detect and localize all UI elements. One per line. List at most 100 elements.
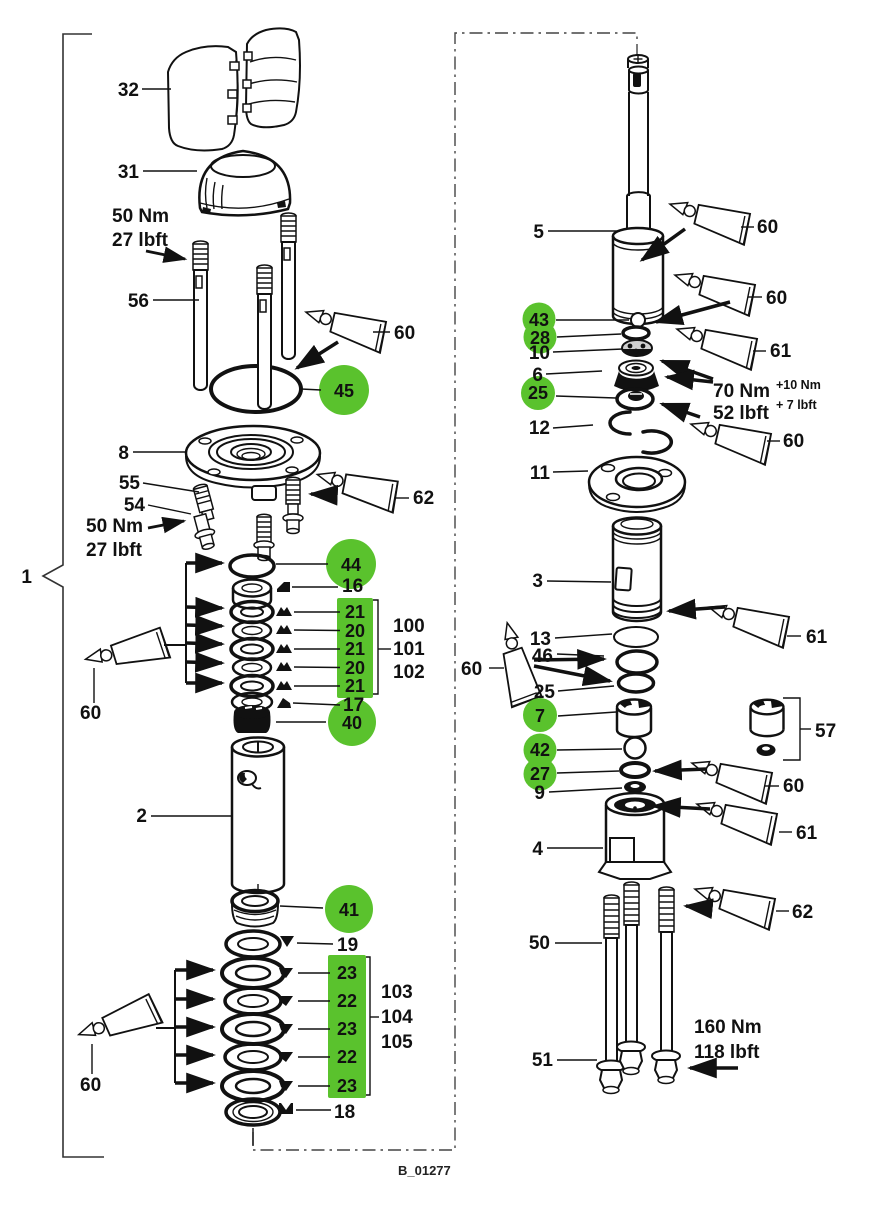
part-56-center-stud (256, 264, 273, 410)
callout-51: 51 (532, 1050, 554, 1071)
part-46-o-ring (615, 649, 659, 675)
torque-tierod-lbft: 118 lbft (694, 1042, 760, 1063)
adhesive-tube-icon (672, 308, 764, 371)
callout-7: 7 (535, 706, 545, 726)
callout-60-topleft: 60 (394, 323, 415, 344)
adhesive-tube-icon (301, 291, 393, 354)
part-25-o-ring-top (615, 387, 655, 411)
callout-3: 3 (532, 571, 543, 592)
adhesive-tube-icon (692, 783, 784, 846)
torque-valve-lbft-tol: + 7 lbft (776, 398, 817, 412)
callout-40: 40 (342, 713, 362, 733)
callout-4: 4 (532, 839, 543, 860)
callout-32: 32 (118, 80, 139, 101)
part-5-piston-rod (611, 54, 665, 326)
callout-57: 57 (815, 721, 836, 742)
torque-top-lbft: 27 lbft (112, 230, 169, 251)
callout-55: 55 (119, 473, 141, 494)
ref-101: 101 (393, 639, 425, 660)
callout-25-mid: 25 (534, 682, 556, 703)
part-6-valve-seat (614, 359, 659, 401)
part-41-gland-nut (230, 888, 280, 928)
part-32-shield-halves (166, 27, 301, 152)
callout-5: 5 (533, 222, 544, 243)
part-7-piston-valve (615, 698, 653, 739)
callout-12: 12 (529, 418, 550, 439)
lower-seal-stack (220, 929, 294, 1127)
callout-17: 17 (343, 695, 364, 716)
torque-flange-lbft: 27 lbft (86, 540, 143, 561)
part-18-seal (224, 1097, 293, 1127)
kit-lower-row-5: 23 (337, 1076, 357, 1096)
torque-top-nm: 50 Nm (112, 206, 169, 227)
highlight-kit-lower (328, 955, 366, 1098)
ref-104: 104 (381, 1007, 413, 1028)
callout-9: 9 (534, 783, 545, 804)
kit-upper-row-5: 21 (345, 676, 365, 696)
repair-kit-highlights (319, 302, 557, 1098)
callout-50: 50 (529, 933, 550, 954)
callout-54: 54 (124, 495, 146, 516)
o-ring-45 (209, 364, 303, 414)
callout-42: 42 (530, 740, 550, 760)
part-9-seal-ring (624, 781, 646, 793)
highlight-kit-upper (337, 598, 373, 698)
callout-45: 45 (334, 381, 354, 401)
part-11-flange (587, 455, 687, 513)
callout-60-rod-lower: 60 (766, 288, 787, 309)
ref-103: 103 (381, 982, 413, 1003)
part-4-pump-cylinder (597, 791, 673, 880)
callout-46: 46 (532, 646, 553, 667)
ref-100: 100 (393, 616, 425, 637)
torque-valve-lbft: 52 lbft (713, 403, 770, 424)
assembly-1-bracket (41, 33, 104, 1158)
highlight-28 (523, 320, 557, 354)
part-19-seal (224, 929, 294, 959)
highlight-45 (319, 365, 369, 415)
part-50-tie-rods (596, 881, 681, 1095)
part-28-o-ring (621, 325, 651, 341)
adhesive-tube-icon (81, 625, 172, 671)
callout-31: 31 (118, 162, 140, 183)
highlight-7 (523, 698, 557, 732)
kit-lower-row-2: 22 (337, 991, 357, 1011)
callout-labels: 1 32 31 50 Nm 27 lbft 56 60 45 8 55 54 5… (21, 80, 836, 1178)
kit-upper-row-1: 21 (345, 602, 365, 622)
part-16-gland (231, 578, 290, 610)
part-12-split-washers (608, 410, 674, 455)
callout-61-cyl4: 61 (796, 823, 818, 844)
callout-10: 10 (529, 343, 550, 364)
part-27-o-ring (619, 761, 651, 779)
callout-16: 16 (342, 576, 363, 597)
highlight-42 (523, 733, 557, 767)
apply-arrows (145, 227, 738, 1094)
torque-flange-nm: 50 Nm (86, 516, 143, 537)
part-3-intake-cylinder (611, 516, 663, 623)
callout-62-left: 62 (413, 488, 434, 509)
part-31-cover-dome (198, 149, 292, 217)
kit-boundary-dashdot (252, 32, 638, 1151)
torque-valve-nm: 70 Nm (713, 381, 770, 402)
highlight-40 (328, 698, 376, 746)
part-55-54-bolts (192, 476, 304, 562)
part-8-packing-flange (184, 424, 322, 501)
highlight-44 (326, 539, 376, 589)
highlight-41 (325, 885, 373, 933)
callout-60-washer: 60 (783, 431, 804, 452)
callout-60-midleft: 60 (80, 703, 101, 724)
torque-valve-nm-tol: +10 Nm (776, 378, 821, 392)
kit-upper-row-4: 20 (345, 658, 365, 678)
adhesive-tube-icon (72, 991, 164, 1046)
callout-19: 19 (337, 935, 358, 956)
callout-13: 13 (530, 629, 551, 650)
callout-60-rod-upper: 60 (757, 217, 778, 238)
callout-60-bottomleft: 60 (80, 1075, 101, 1096)
part-2-displacement-rod (230, 736, 286, 895)
adhesive-tube-icon (690, 868, 782, 931)
torque-tierod-nm: 160 Nm (694, 1017, 762, 1038)
callout-28: 28 (530, 328, 550, 348)
highlight-27 (523, 757, 557, 791)
leader-lines (91, 88, 811, 1146)
